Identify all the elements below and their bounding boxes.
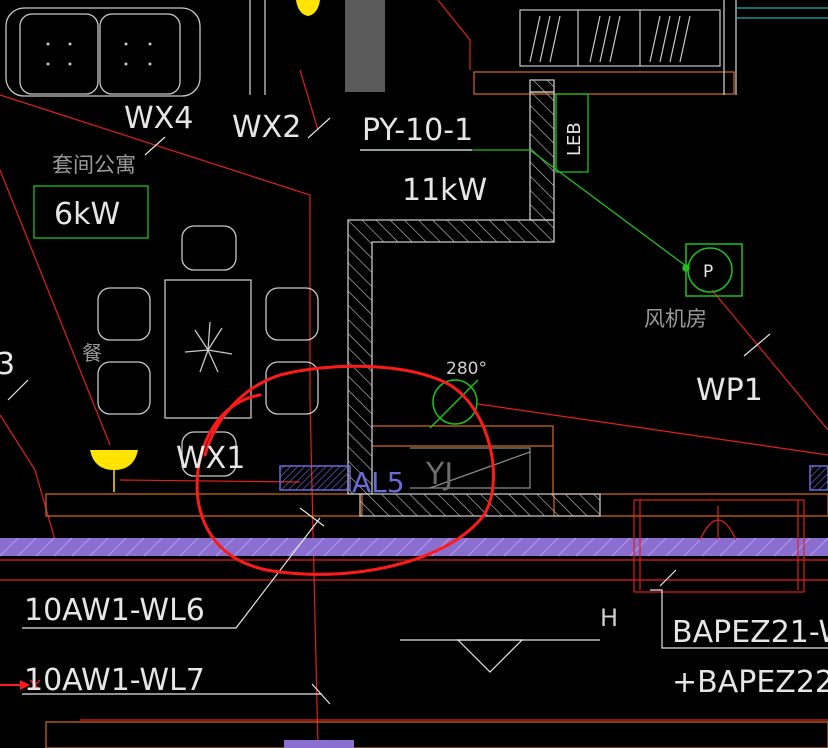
dining-table-icon xyxy=(97,225,319,477)
label-three: 3 xyxy=(0,347,15,382)
label-dining: 餐 xyxy=(82,341,102,365)
markup-circle xyxy=(195,364,495,576)
label-fan-room: 风机房 xyxy=(644,307,707,331)
chair-icon xyxy=(265,287,319,341)
label-wx2: WX2 xyxy=(232,110,301,145)
clock-icon xyxy=(429,379,479,429)
label-yj: YJ xyxy=(425,457,453,492)
arrow-icon xyxy=(0,679,41,691)
plant-icon xyxy=(184,321,233,373)
labels: WX4 WX2 PY-10-1 11kW LEB 套间公寓 6kW P 风机房 … xyxy=(0,101,828,700)
fan-icon xyxy=(682,243,743,297)
label-wl6: 10AW1-WL6 xyxy=(24,593,205,628)
chair-icon xyxy=(181,225,237,271)
chair-icon xyxy=(97,361,151,415)
label-bapez21: BAPEZ21-WP xyxy=(672,615,828,650)
label-wx1: WX1 xyxy=(176,441,245,476)
yj-frame xyxy=(410,447,531,489)
label-p: P xyxy=(703,262,713,282)
al5-panel xyxy=(279,465,828,491)
corridor-band xyxy=(0,537,828,748)
label-al5: AL5 xyxy=(352,466,405,499)
label-bapez22: +BAPEZ22-W xyxy=(672,665,828,700)
label-11kw: 11kW xyxy=(402,173,487,208)
label-h: H xyxy=(600,604,618,632)
label-wx4: WX4 xyxy=(124,101,193,136)
walls xyxy=(249,0,737,517)
chair-icon xyxy=(265,361,319,415)
label-angle: 280° xyxy=(446,359,487,379)
top-cabinets xyxy=(519,7,828,67)
sofa-icon xyxy=(5,7,201,97)
door-frames xyxy=(633,499,805,593)
chair-icon xyxy=(97,287,151,341)
label-py: PY-10-1 xyxy=(362,113,473,148)
label-6kw: 6kW xyxy=(54,197,120,232)
label-wl7: 10AW1-WL7 xyxy=(24,663,205,698)
label-apartment: 套间公寓 xyxy=(52,153,136,177)
label-wp1: WP1 xyxy=(696,373,763,408)
ceiling-lamp-icon xyxy=(90,0,320,492)
leader-lines xyxy=(7,117,828,705)
label-leb: LEB xyxy=(564,122,585,156)
